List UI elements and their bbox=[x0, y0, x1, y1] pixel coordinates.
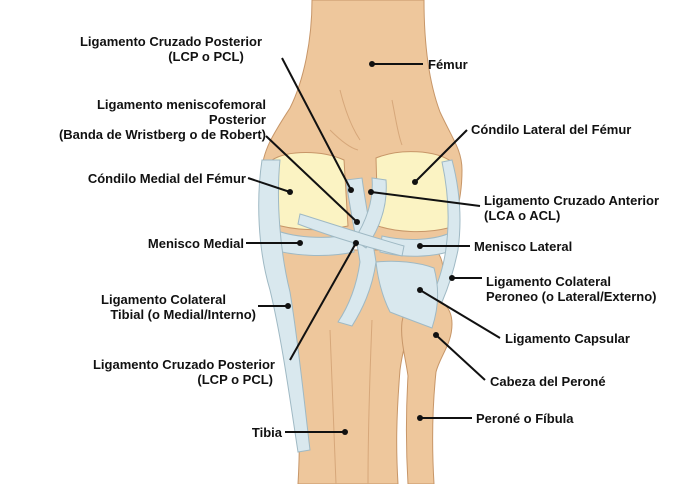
label-tibial-collateral-line1: Ligamento Colateral bbox=[101, 292, 226, 307]
meniscofemoral-ligament bbox=[297, 213, 405, 257]
leader-pcl-bottom bbox=[289, 242, 357, 361]
leader-capsular-dot bbox=[417, 287, 423, 293]
label-medial-meniscus: Menisco Medial bbox=[0, 236, 244, 251]
label-tibial-collateral-line2: Tibial (o Medial/Interno) bbox=[110, 307, 256, 322]
label-lateral-condyle: Cóndilo Lateral del Fémur bbox=[471, 122, 631, 137]
leader-femur-dot bbox=[369, 61, 375, 67]
leader-acl bbox=[370, 191, 481, 207]
leader-medial-condyle bbox=[247, 177, 291, 193]
anterior-cruciate-ligament bbox=[353, 177, 387, 249]
label-fibula-head-text: Cabeza del Peroné bbox=[490, 374, 606, 389]
label-fibular-collateral: Ligamento Colateral Peroneo (o Lateral/E… bbox=[486, 274, 656, 304]
tibia-shading bbox=[329, 319, 373, 484]
leader-capsular bbox=[419, 289, 501, 339]
leader-lines bbox=[246, 57, 501, 435]
label-lateral-meniscus: Menisco Lateral bbox=[474, 239, 572, 254]
label-fibular-collateral-line1: Ligamento Colateral bbox=[486, 274, 611, 289]
leader-lateral-meniscus-dot bbox=[417, 243, 423, 249]
label-medial-condyle: Cóndilo Medial del Fémur bbox=[0, 171, 246, 186]
label-tibia: Tibia bbox=[0, 425, 282, 440]
fibula-bone bbox=[401, 297, 453, 484]
label-femur-text: Fémur bbox=[428, 57, 468, 72]
label-femur: Fémur bbox=[428, 57, 468, 72]
leader-pcl-top-dot bbox=[348, 187, 354, 193]
label-medial-condyle-text: Cóndilo Medial del Fémur bbox=[87, 171, 246, 186]
leader-fibula-dot bbox=[417, 415, 423, 421]
label-medial-meniscus-text: Menisco Medial bbox=[147, 236, 244, 251]
leader-fibula-head bbox=[435, 334, 486, 381]
capsular-ligament bbox=[375, 260, 439, 329]
label-meniscofemoral-line2: Posterior bbox=[208, 112, 266, 127]
label-pcl-top: Ligamento Cruzado Posterior (LCP o PCL) bbox=[60, 34, 282, 64]
label-lateral-condyle-text: Cóndilo Lateral del Fémur bbox=[471, 122, 632, 137]
leader-mfl-dot bbox=[354, 219, 360, 225]
leader-fibular-collateral-dot bbox=[449, 275, 455, 281]
label-fibula-head: Cabeza del Peroné bbox=[490, 374, 606, 389]
label-acl: Ligamento Cruzado Anterior (LCA o ACL) bbox=[484, 193, 659, 223]
leader-lateral-condyle-dot bbox=[412, 179, 418, 185]
leader-medial-meniscus-dot bbox=[297, 240, 303, 246]
label-tibial-collateral: Ligamento Colateral Tibial (o Medial/Int… bbox=[0, 292, 256, 322]
leader-tibial-collateral-dot bbox=[285, 303, 291, 309]
label-meniscofemoral-line1: Ligamento meniscofemoral bbox=[96, 97, 266, 112]
label-pcl-top-line2: (LCP o PCL) bbox=[168, 49, 244, 64]
leader-fibula-head-dot bbox=[433, 332, 439, 338]
label-acl-line2: (LCA o ACL) bbox=[484, 208, 561, 223]
label-capsular-text: Ligamento Capsular bbox=[505, 331, 630, 346]
leader-mfl bbox=[265, 135, 358, 223]
leader-medial-condyle-dot bbox=[287, 189, 293, 195]
label-fibular-collateral-line2: Peroneo (o Lateral/Externo) bbox=[486, 289, 657, 304]
label-meniscofemoral: Ligamento meniscofemoral Posterior (Band… bbox=[0, 97, 266, 142]
label-capsular: Ligamento Capsular bbox=[505, 331, 630, 346]
femur-shading bbox=[329, 89, 403, 151]
label-pcl-bottom-line1: Ligamento Cruzado Posterior bbox=[92, 357, 275, 372]
label-pcl-bottom-line2: (LCP o PCL) bbox=[197, 372, 273, 387]
label-fibula: Peroné o Fíbula bbox=[476, 411, 574, 426]
label-tibia-text: Tibia bbox=[251, 425, 282, 440]
medial-meniscus bbox=[267, 227, 355, 256]
label-lateral-meniscus-text: Menisco Lateral bbox=[474, 239, 573, 254]
leader-lateral-condyle bbox=[414, 129, 468, 183]
label-pcl-bottom: Ligamento Cruzado Posterior (LCP o PCL) bbox=[0, 357, 275, 387]
leader-acl-dot bbox=[368, 189, 374, 195]
label-acl-line1: Ligamento Cruzado Anterior bbox=[484, 193, 660, 208]
leader-tibia-dot bbox=[342, 429, 348, 435]
leader-pcl-top bbox=[281, 57, 352, 191]
label-pcl-top-line1: Ligamento Cruzado Posterior bbox=[79, 34, 263, 49]
label-fibula-text: Peroné o Fíbula bbox=[476, 411, 574, 426]
leader-pcl-bottom-dot bbox=[353, 240, 359, 246]
label-meniscofemoral-line3: (Banda de Wristberg o de Robert) bbox=[58, 127, 266, 142]
